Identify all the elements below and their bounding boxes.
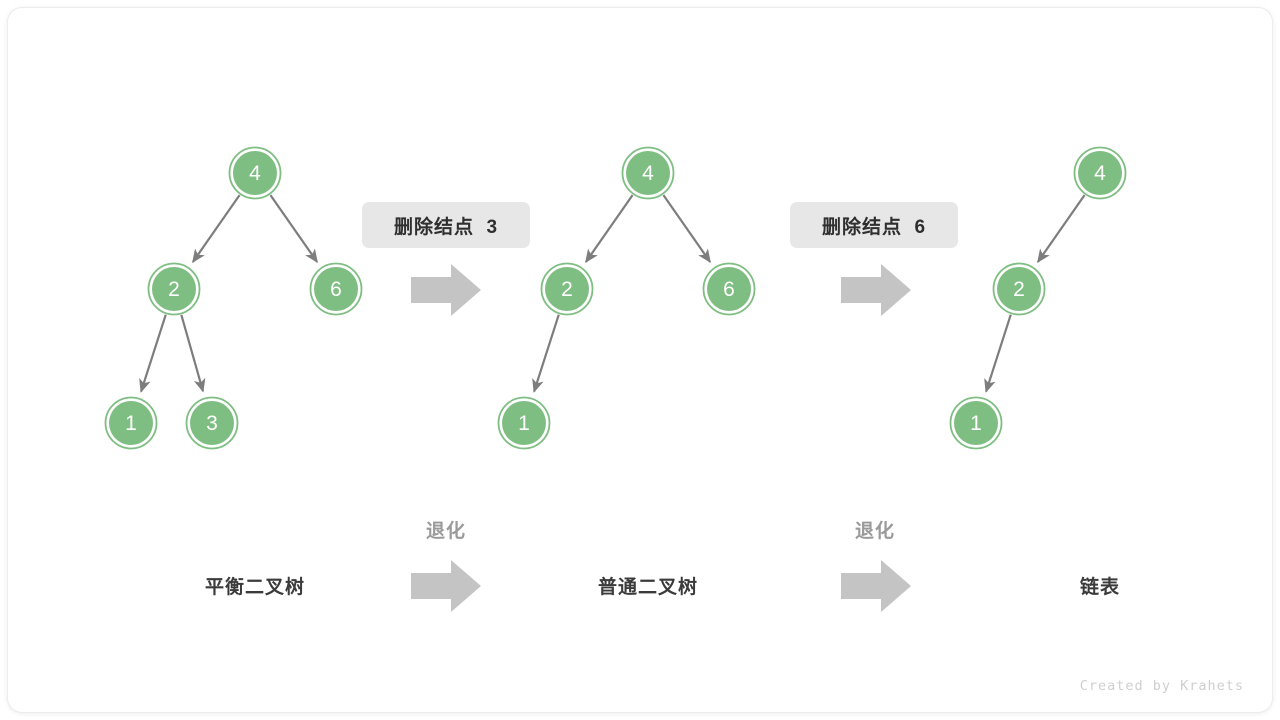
node-disc (109, 401, 153, 445)
tree-edge-m4-m2 (584, 194, 634, 264)
node-disc (314, 267, 358, 311)
node-outer-ring (540, 262, 594, 316)
node-outer-ring (992, 262, 1046, 316)
node-disc (707, 267, 751, 311)
degrade-label-2: 退化 (854, 521, 895, 542)
block-arrow-bottom-2 (841, 560, 911, 612)
node-value-label: 4 (642, 162, 654, 185)
node-disc (626, 151, 670, 195)
caption-ordinary-tree: 普通二叉树 (597, 577, 698, 598)
node-value-label: 1 (125, 412, 137, 435)
node-value-label: 4 (249, 162, 261, 185)
tree-node-1: 1 (104, 396, 158, 450)
node-value-label: 3 (206, 412, 218, 435)
tree-node-4: 4 (1073, 146, 1127, 200)
tree-node-3: 3 (185, 396, 239, 450)
node-value-label: 2 (1013, 278, 1025, 301)
node-disc (233, 151, 277, 195)
node-outer-ring (621, 146, 675, 200)
node-disc (1078, 151, 1122, 195)
tree-edge-m4-m6 (662, 194, 712, 264)
node-outer-ring (949, 396, 1003, 450)
tree-node-2: 2 (992, 262, 1046, 316)
node-value-label: 1 (518, 412, 530, 435)
node-outer-ring (497, 396, 551, 450)
node-value-label: 2 (561, 278, 573, 301)
node-outer-ring (147, 262, 201, 316)
tree-node-1: 1 (949, 396, 1003, 450)
block-arrow-bottom-1 (411, 560, 481, 612)
tree-node-1: 1 (497, 396, 551, 450)
watermark-credit: Created by Krahets (1079, 678, 1244, 694)
tree-edge-n2-n1 (139, 314, 167, 393)
transition-chip-delete-3: 删除结点 3 (362, 202, 530, 248)
tree-node-6: 6 (309, 262, 363, 316)
tree-edge-n2-n3 (180, 314, 206, 393)
tree-edge-k4-k2 (1036, 194, 1086, 264)
node-disc (152, 267, 196, 311)
transition-chip-delete-6: 删除结点 6 (790, 202, 958, 248)
block-arrow-top-2 (841, 264, 911, 316)
tree-node-4: 4 (228, 146, 282, 200)
node-outer-ring (1073, 146, 1127, 200)
block-arrow-top-1 (411, 264, 481, 316)
tree-degeneration-svg: 4 2 6 1 3 4 2 6 1 4 2 1 (104, 146, 1127, 612)
degrade-label-1: 退化 (425, 521, 466, 542)
node-disc (545, 267, 589, 311)
block-arrows-layer (411, 264, 911, 612)
node-disc (190, 401, 234, 445)
node-value-label: 1 (970, 412, 982, 435)
node-value-label: 6 (723, 278, 735, 301)
node-outer-ring (309, 262, 363, 316)
diagram-card: 4 2 6 1 3 4 2 6 1 4 2 1 删除结点 3 删除结点 6 退化 退化 平衡二叉树 普… (8, 8, 1272, 712)
node-outer-ring (702, 262, 756, 316)
tree-node-2: 2 (540, 262, 594, 316)
tree-edge-n4-n2 (191, 194, 241, 264)
node-value-label: 2 (168, 278, 180, 301)
tree-edge-n4-n6 (269, 194, 319, 264)
tree-edge-m2-m1 (532, 314, 560, 393)
node-outer-ring (185, 396, 239, 450)
tree-nodes-layer: 4 2 6 1 3 4 2 6 1 4 2 1 (104, 146, 1127, 450)
node-outer-ring (228, 146, 282, 200)
tree-node-4: 4 (621, 146, 675, 200)
node-outer-ring (104, 396, 158, 450)
node-value-label: 6 (330, 278, 342, 301)
caption-linked-list: 链表 (1079, 577, 1120, 598)
node-disc (997, 267, 1041, 311)
tree-edge-k2-k1 (984, 314, 1012, 393)
tree-node-2: 2 (147, 262, 201, 316)
node-value-label: 4 (1094, 162, 1106, 185)
tree-node-6: 6 (702, 262, 756, 316)
caption-balanced-tree: 平衡二叉树 (204, 577, 305, 598)
tree-edges-layer (139, 194, 1086, 393)
node-disc (954, 401, 998, 445)
node-disc (502, 401, 546, 445)
